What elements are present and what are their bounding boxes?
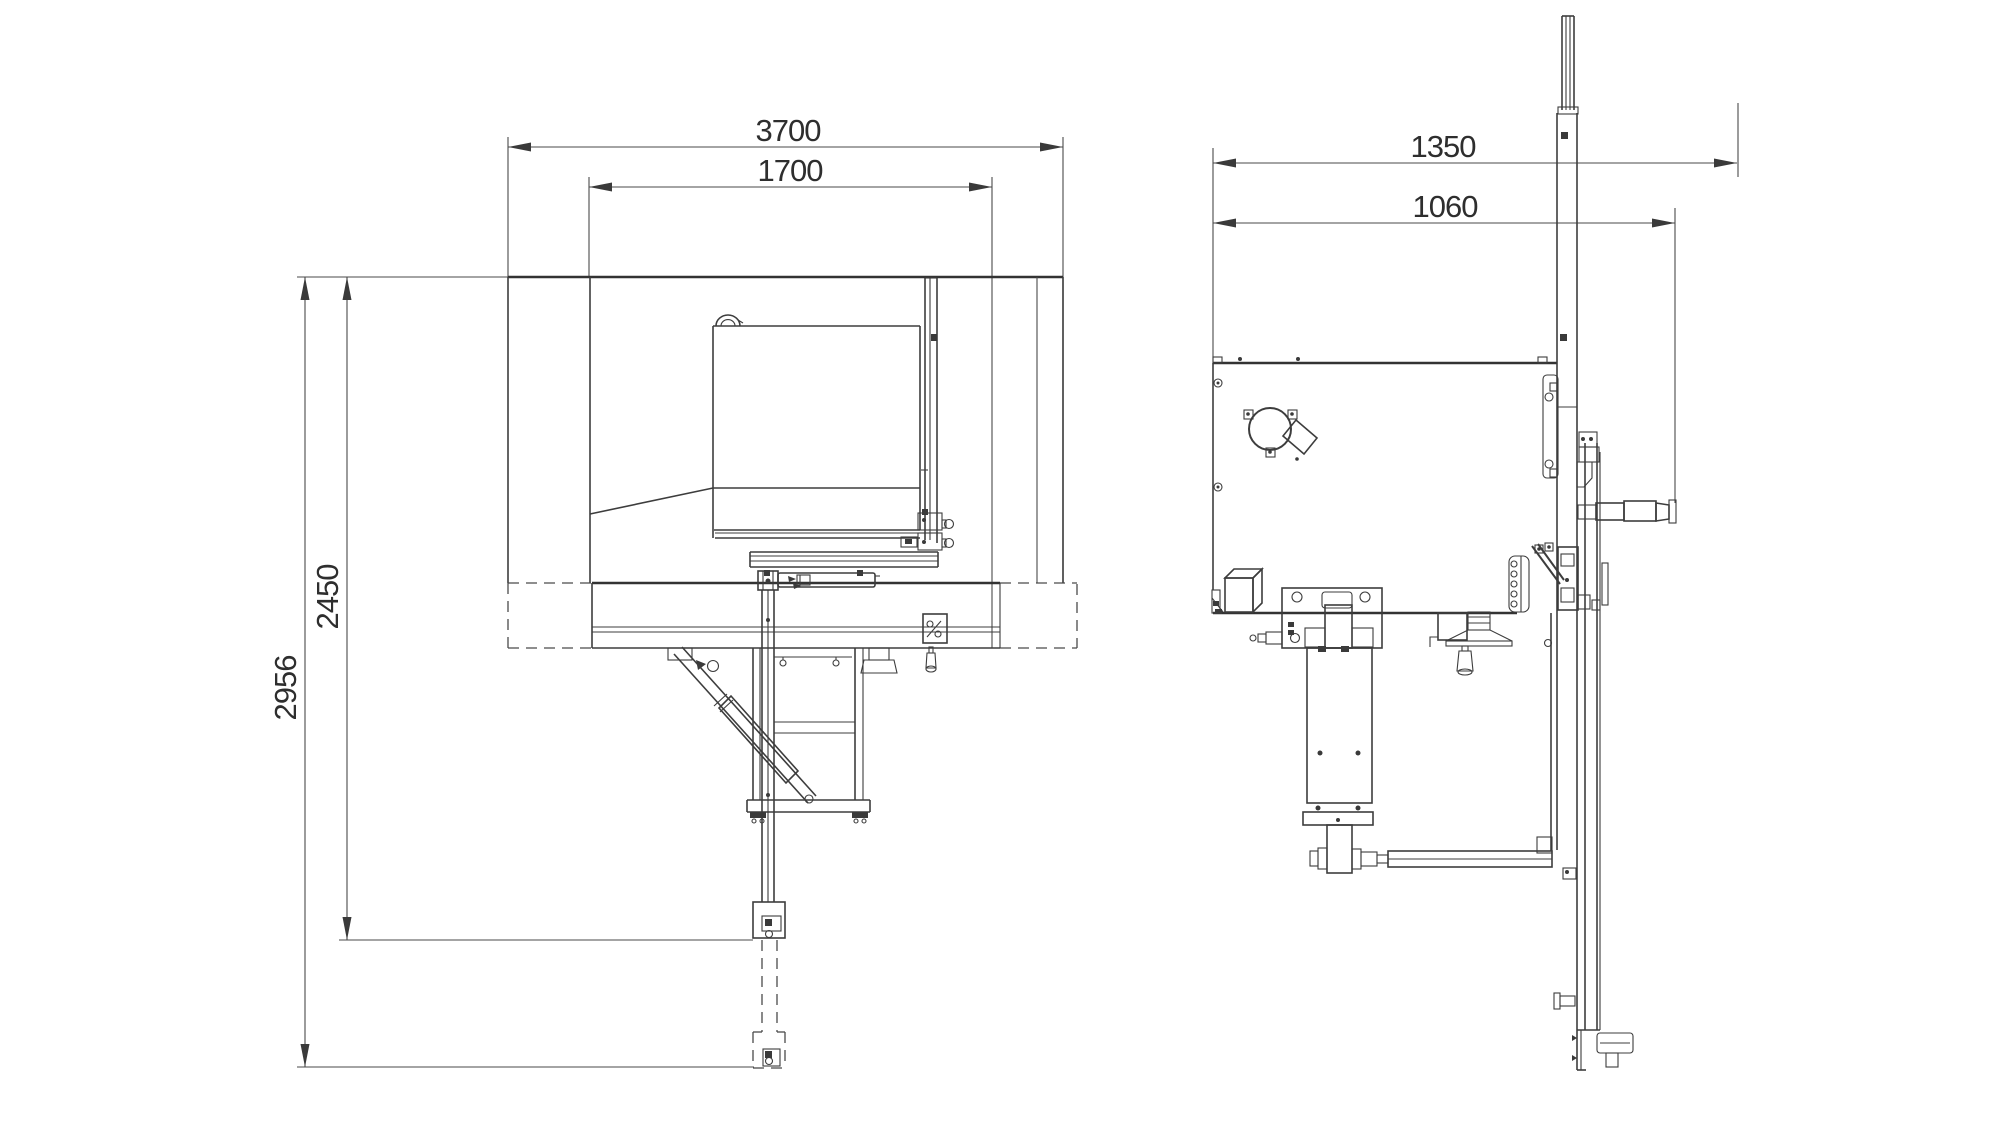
dim-label-2450: 2450 bbox=[310, 564, 345, 630]
clamp-plate bbox=[1249, 587, 1383, 652]
mast-tbolt bbox=[1553, 992, 1576, 1010]
dim-label-1060: 1060 bbox=[1413, 189, 1479, 224]
piston-rod bbox=[1326, 824, 1353, 874]
bench-component-box bbox=[922, 613, 948, 644]
door-handle bbox=[715, 314, 741, 327]
carriage-mast bbox=[921, 277, 938, 543]
lift-actuator bbox=[777, 572, 880, 589]
dim-label-3700: 3700 bbox=[756, 113, 822, 148]
dim-1700: 1700 bbox=[588, 153, 993, 648]
lowered-foot-hidden bbox=[752, 940, 786, 1069]
box-foot bbox=[1211, 589, 1224, 614]
link-arm bbox=[1360, 836, 1577, 880]
dim-label-1350: 1350 bbox=[1411, 129, 1477, 164]
tool-clamp bbox=[900, 512, 955, 551]
dim-2956: 2956 bbox=[268, 276, 754, 1068]
support-column bbox=[757, 570, 779, 902]
panel-screw bbox=[1213, 482, 1223, 492]
stand-feet bbox=[750, 812, 868, 824]
front-view: 3700 1700 2956 2450 bbox=[268, 113, 1078, 1069]
hanging-bolt bbox=[779, 659, 787, 667]
fan-port bbox=[1243, 407, 1319, 461]
dim-2450: 2450 bbox=[310, 277, 753, 941]
dim-1060: 1060 bbox=[1213, 189, 1676, 503]
side-box bbox=[1211, 148, 1557, 615]
hanging-sensor bbox=[925, 646, 937, 673]
diagonal-strut bbox=[667, 646, 817, 804]
dim-1350: 1350 bbox=[1213, 103, 1739, 177]
reach-arm bbox=[1577, 499, 1677, 524]
pneumatic-cylinder bbox=[1302, 647, 1374, 874]
mast-clamp-stack bbox=[1576, 431, 1600, 488]
side-view: 1350 1060 bbox=[1211, 15, 1739, 1071]
mast-side-plate bbox=[1601, 562, 1609, 606]
inner-housing bbox=[589, 277, 920, 583]
support-stand bbox=[746, 647, 898, 824]
mast-rod bbox=[1557, 15, 1579, 139]
door-panel bbox=[712, 314, 921, 539]
cross-table bbox=[749, 551, 939, 576]
cable-assembly bbox=[1508, 542, 1601, 648]
control-cube bbox=[1223, 567, 1264, 614]
valve-block bbox=[860, 647, 898, 674]
arm-mast-clamp bbox=[1536, 836, 1553, 854]
floor-foot bbox=[752, 901, 786, 939]
mast-foot bbox=[1572, 1032, 1634, 1068]
z-mast bbox=[1542, 113, 1634, 1071]
suction-unit bbox=[1429, 611, 1513, 676]
panel-screw bbox=[1213, 378, 1223, 388]
dim-label-1700: 1700 bbox=[758, 153, 824, 188]
bench-beam bbox=[507, 581, 1078, 673]
outer-frame bbox=[507, 275, 1064, 583]
mast-bracket-plate bbox=[1542, 374, 1559, 479]
dim-label-2956: 2956 bbox=[268, 656, 303, 721]
gripper-handle bbox=[1456, 645, 1474, 676]
hanging-bolt bbox=[832, 659, 840, 667]
